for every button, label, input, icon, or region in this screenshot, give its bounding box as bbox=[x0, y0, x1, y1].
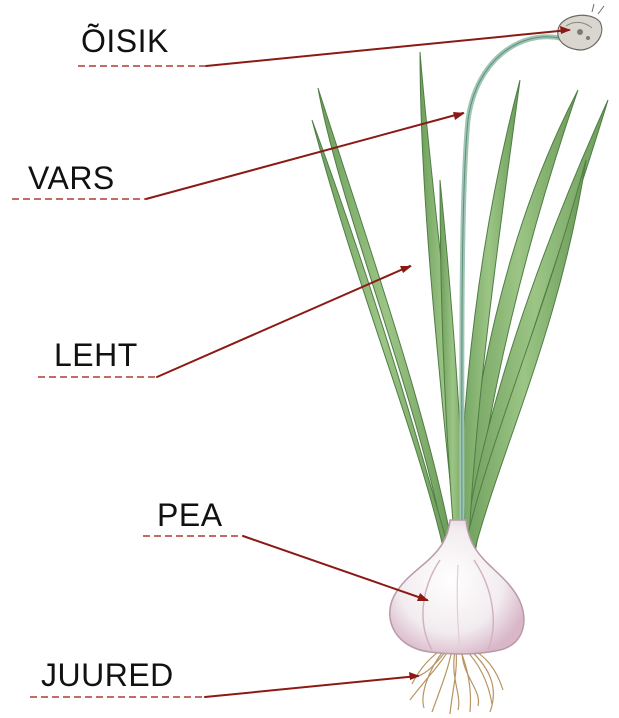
bulb-illustration bbox=[390, 520, 524, 654]
arrowhead-vars bbox=[453, 112, 465, 120]
label-juured: JUURED bbox=[41, 659, 174, 691]
leader-line-oisik bbox=[206, 30, 569, 66]
leader-line-pea bbox=[243, 536, 427, 600]
roots-illustration bbox=[410, 647, 503, 714]
label-vars: VARS bbox=[28, 162, 115, 194]
leader-line-juured bbox=[205, 676, 418, 697]
garlic-plant-illustration bbox=[312, 4, 608, 714]
label-pea: PEA bbox=[157, 499, 223, 531]
flower-head-illustration bbox=[558, 4, 604, 50]
arrowhead-leht bbox=[400, 266, 412, 273]
leader-line-vars bbox=[146, 113, 463, 199]
label-oisik: ÕISIK bbox=[81, 25, 169, 57]
label-leht: LEHT bbox=[54, 339, 138, 371]
leader-line-leht bbox=[157, 266, 410, 377]
